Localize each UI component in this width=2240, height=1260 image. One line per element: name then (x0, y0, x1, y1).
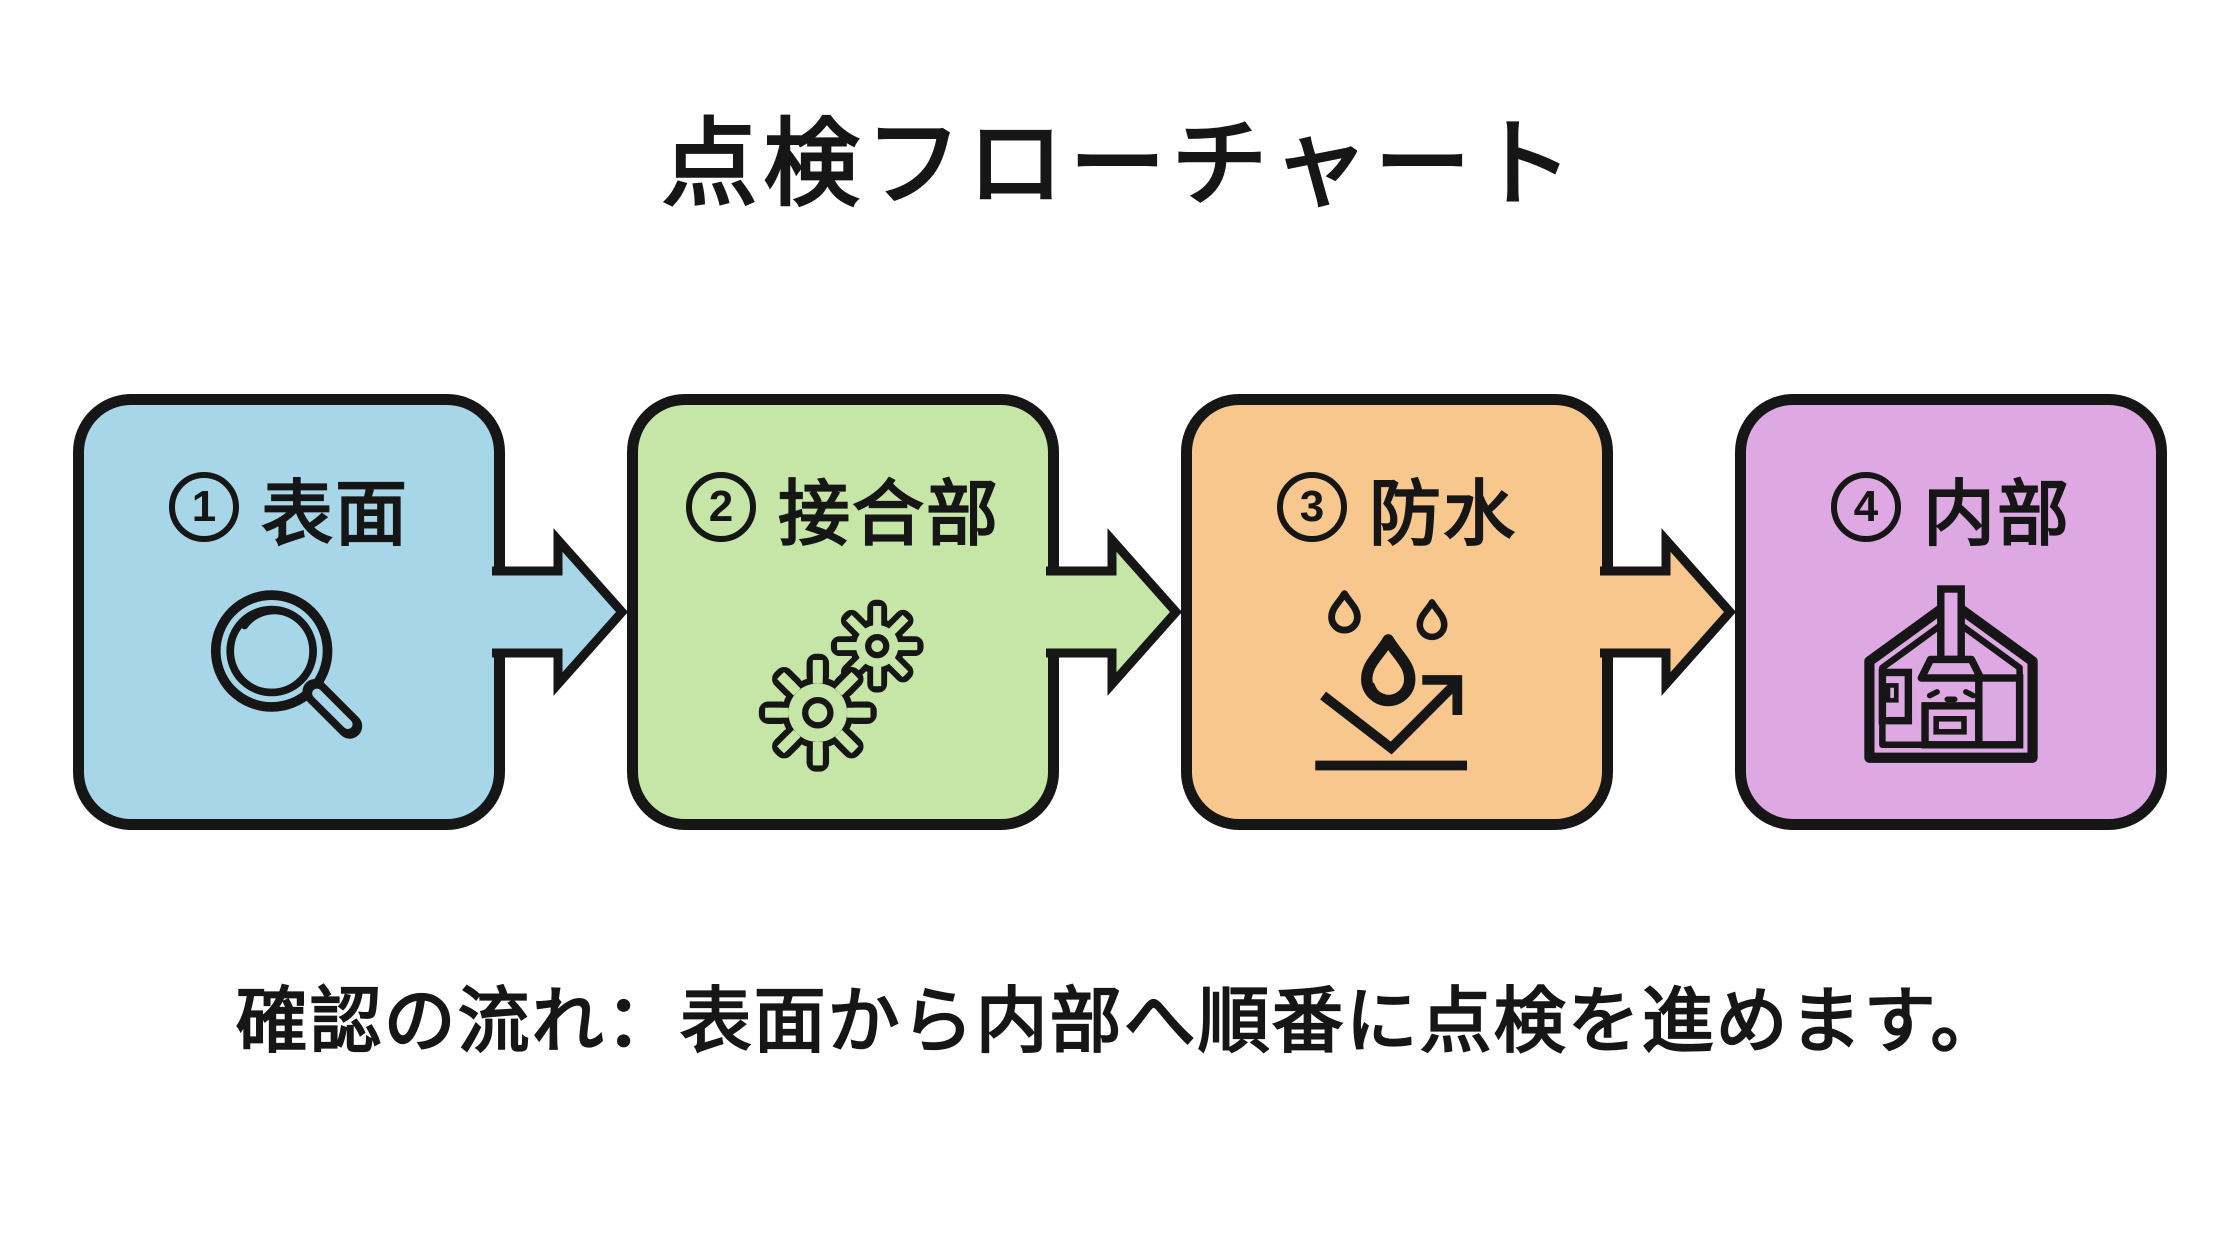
step-label: 内部 (1922, 474, 2071, 555)
step-head: 2 接合部 (685, 455, 1000, 560)
step-number-badge: 1 (168, 472, 239, 543)
flow-description: 確認の流れ：表面から内部へ順番に点検を進めます。 (235, 981, 2005, 1062)
step-head: 4 内部 (1830, 455, 2071, 560)
step-head: 3 防水 (1276, 455, 1517, 560)
page-title: 点検フローチャート (661, 111, 1579, 218)
flow-row: 1 表面 2 接合部 (0, 393, 2240, 830)
step-box-surface: 1 表面 (73, 393, 505, 830)
flow-arrow-icon (492, 394, 629, 830)
magnifier-icon (183, 560, 395, 797)
gears-icon (744, 560, 942, 797)
step-label: 接合部 (777, 474, 1000, 555)
step-number-badge: 4 (1830, 472, 1901, 543)
step-box-joints: 2 接合部 (627, 393, 1059, 830)
step-label: 防水 (1368, 474, 1517, 555)
step-number-badge: 3 (1276, 472, 1347, 543)
step-label: 表面 (260, 474, 409, 555)
water-repellent-icon (1290, 560, 1504, 797)
step-number-badge: 2 (685, 472, 756, 543)
flow-arrow-icon (1046, 394, 1183, 830)
step-box-interior: 4 内部 (1735, 393, 2167, 830)
step-head: 1 表面 (168, 455, 409, 560)
house-interior-icon (1849, 560, 2053, 797)
flow-arrow-icon (1600, 394, 1737, 830)
step-box-waterproofing: 3 防水 (1181, 393, 1613, 830)
